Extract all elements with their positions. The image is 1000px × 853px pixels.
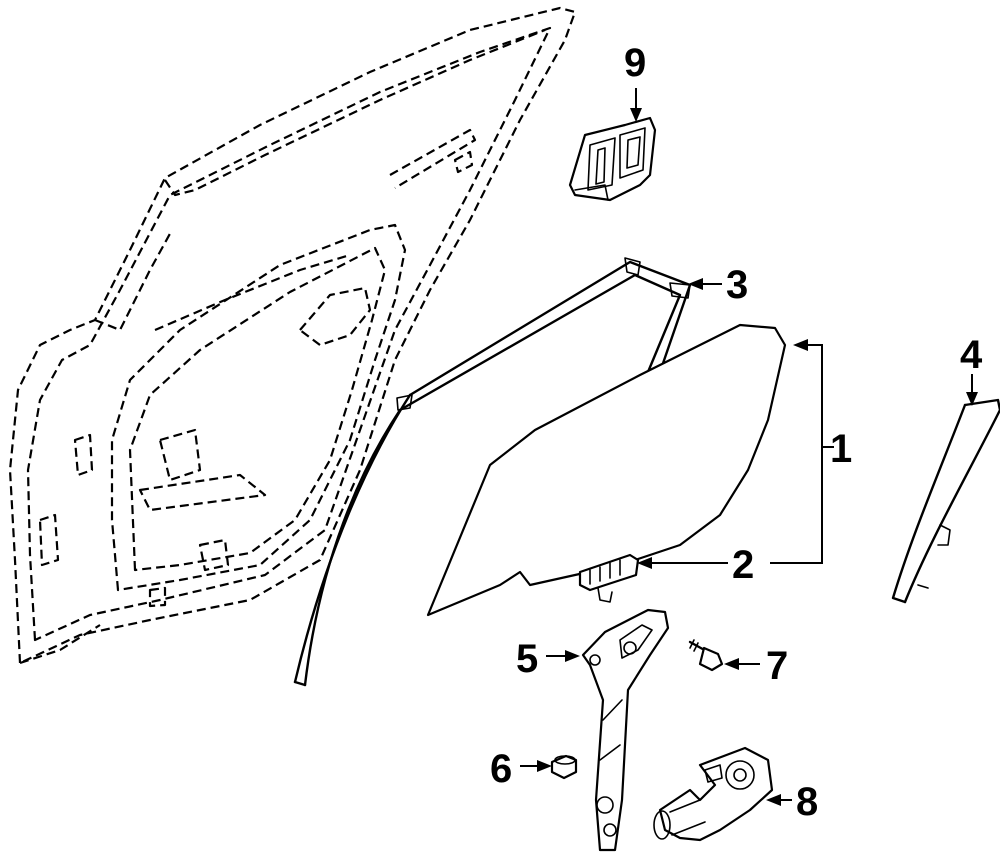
callout-3: 3: [726, 263, 748, 307]
callout-9: 9: [624, 41, 646, 85]
part-7-bolt: [688, 639, 724, 672]
callout-4: 4: [960, 333, 983, 377]
callout-2: 2: [732, 543, 754, 587]
rear-door-shell: [8, 6, 577, 665]
callout-8: 8: [796, 780, 818, 824]
part-6-clip: [550, 754, 578, 780]
callout-labels: 9 3 1 2 4 5 6 7 8: [490, 41, 983, 824]
part-9-bracket: [568, 116, 657, 202]
part-1-door-glass: [426, 323, 787, 617]
part-4-rear-channel: [891, 398, 1000, 604]
callout-1: 1: [830, 427, 852, 471]
callout-5: 5: [516, 637, 538, 681]
part-2-glass-holder: [578, 553, 640, 603]
leader-lines: [520, 88, 978, 806]
callout-6: 6: [490, 747, 512, 791]
part-5-window-regulator: [581, 608, 670, 852]
part-8-window-motor: [653, 746, 774, 842]
part-3-run-channel: [293, 257, 692, 687]
callout-7: 7: [766, 644, 788, 688]
